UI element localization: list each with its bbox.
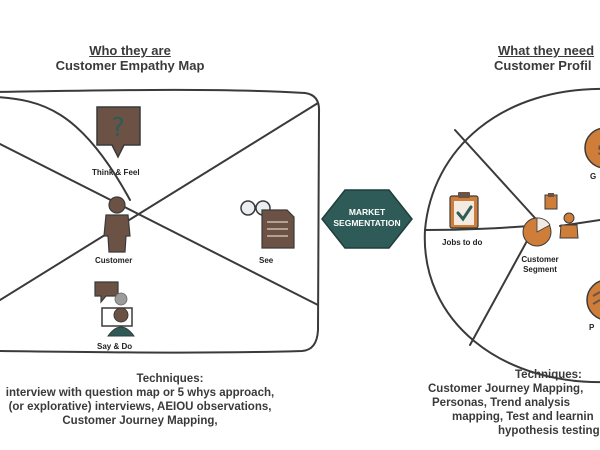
customer-person-icon [103, 196, 131, 253]
left-title: Who they are Customer Empathy Map [20, 43, 240, 73]
left-techniques-line-1: interview with question map or 5 whys ap… [5, 387, 275, 399]
pains-icon [586, 280, 600, 320]
right-title-line1: What they need [498, 43, 595, 58]
badge-text: MARKET SEGMENTATION [322, 207, 412, 229]
right-title: What they need Customer Profil [480, 43, 600, 73]
gains-icon: $ [584, 127, 600, 169]
right-techniques-line-2: Personas, Trend analysis [432, 397, 571, 409]
empathy-map-frame [0, 88, 321, 354]
left-title-line1: Who they are [89, 43, 171, 58]
badge-line2: SEGMENTATION [333, 218, 401, 228]
label-think-feel: Think & Feel [92, 168, 140, 177]
right-techniques-line-1: Customer Journey Mapping, [428, 383, 584, 395]
label-customer: Customer [95, 256, 133, 265]
label-customer-segment-line2: Segment [523, 265, 557, 274]
left-techniques-heading: Techniques: [136, 373, 204, 385]
right-techniques-line-4: hypothesis testing [498, 425, 600, 437]
badge-line1: MARKET [348, 207, 386, 217]
svg-text:$: $ [597, 140, 600, 159]
left-techniques-line-3: Customer Journey Mapping, [62, 415, 218, 427]
label-see: See [259, 256, 274, 265]
right-techniques-line-3: mapping, Test and learnin [452, 411, 594, 423]
jobs-to-do-icon [449, 192, 479, 229]
label-pains: P [589, 323, 595, 332]
think-feel-icon: ? [96, 106, 141, 159]
see-document-icon [261, 209, 295, 249]
customer-segment-icon [522, 193, 579, 247]
svg-text:?: ? [111, 113, 125, 143]
label-say-do: Say & Do [97, 342, 133, 351]
left-techniques-line-2: (or explorative) interviews, AEIOU obser… [8, 401, 272, 413]
right-techniques: Techniques: Customer Journey Mapping, Pe… [420, 368, 600, 438]
right-techniques-heading: Techniques: [515, 369, 582, 381]
label-customer-segment: Customer Segment [515, 255, 565, 275]
label-jobs-to-do: Jobs to do [442, 238, 483, 247]
market-segmentation-badge [321, 189, 413, 249]
label-gains: G [590, 172, 597, 181]
right-title-line2: Customer Profil [494, 58, 592, 73]
left-techniques: Techniques: interview with question map … [0, 372, 290, 428]
label-customer-segment-line1: Customer [521, 255, 559, 264]
say-do-icon [94, 281, 135, 337]
left-title-line2: Customer Empathy Map [55, 58, 205, 73]
